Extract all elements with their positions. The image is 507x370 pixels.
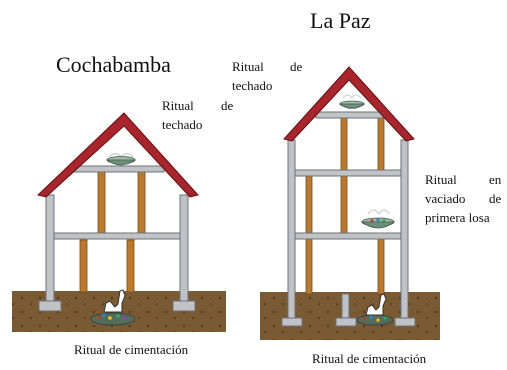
cochabamba-title: Cochabamba	[56, 52, 171, 77]
lapaz-roof-ritual-word: Ritual	[232, 59, 264, 74]
lapaz-column	[287, 139, 296, 319]
lapaz-top-slab	[315, 111, 389, 119]
lapaz-roof-offering-bowl-icon	[338, 94, 366, 109]
lapaz-wood-post	[340, 117, 348, 171]
lapaz-wood-post	[377, 117, 385, 171]
lapaz-roof	[283, 66, 415, 142]
lapaz-slab-ritual-word: Ritual	[425, 172, 457, 187]
cochabamba-footing	[38, 300, 62, 312]
cochabamba-house	[12, 112, 226, 332]
cochabamba-roof-ritual-word: Ritual	[162, 98, 194, 113]
lapaz-foundation-offering-icon	[356, 293, 394, 326]
lapaz-ground	[260, 292, 440, 340]
cochabamba-slab	[53, 232, 181, 240]
cochabamba-wood-post	[126, 239, 135, 293]
lapaz-foundation-ritual-label: Ritual de cimentación	[312, 351, 427, 366]
lapaz-wood-post	[377, 238, 385, 295]
lapaz-slab	[294, 232, 402, 240]
cochabamba-foundation-offering-icon	[90, 289, 136, 326]
lapaz-wood-post	[340, 175, 348, 234]
lapaz-column	[341, 293, 350, 319]
cochabamba-column	[179, 194, 189, 302]
cochabamba-column	[45, 194, 55, 302]
lapaz-slab-offering-bowl-icon	[360, 209, 396, 229]
cochabamba-foundation-ritual-label: Ritual de cimentación	[74, 342, 189, 357]
lapaz-roof-ritual-word: de	[290, 59, 303, 74]
lapaz-footing	[394, 317, 416, 327]
lapaz-slab	[294, 169, 402, 177]
lapaz-roof-ritual-word: techado	[232, 78, 272, 93]
lapaz-wood-post	[305, 238, 313, 295]
lapaz-title: La Paz	[310, 8, 371, 33]
lapaz-footing	[335, 317, 357, 327]
cochabamba-roof-ritual-word: de	[221, 98, 234, 113]
lapaz-column	[400, 139, 409, 319]
lapaz-slab-ritual-word: primera losa	[425, 210, 490, 225]
cochabamba-top-slab	[71, 165, 165, 173]
lapaz-house	[260, 66, 440, 340]
cochabamba-footing	[172, 300, 196, 312]
lapaz-footing	[281, 317, 303, 327]
lapaz-slab-ritual-word: de	[489, 191, 502, 206]
cochabamba-wood-post	[137, 171, 146, 238]
cochabamba-roof-ritual-word: techado	[162, 117, 202, 132]
lapaz-slab-ritual-word: vaciado	[425, 191, 465, 206]
lapaz-slab-ritual-word: en	[489, 172, 502, 187]
cochabamba-roof	[36, 112, 199, 198]
cochabamba-wood-post	[97, 171, 106, 238]
lapaz-wood-post	[305, 175, 313, 234]
cochabamba-roof-offering-bowl-icon	[105, 152, 137, 166]
cochabamba-wood-post	[79, 239, 88, 293]
